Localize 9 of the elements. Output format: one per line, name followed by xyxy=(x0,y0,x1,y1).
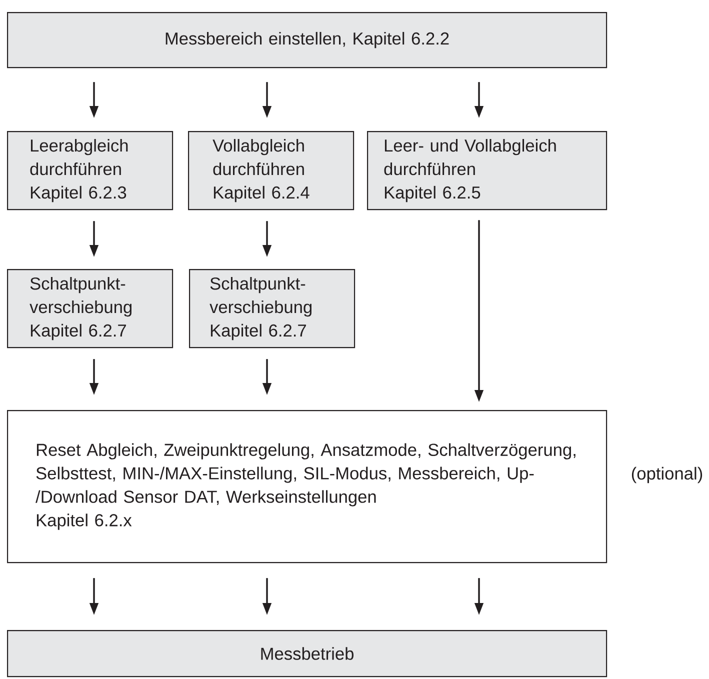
process-box: Reset Abgleich, Zweipunktregelung, Ansatzmode, Schaltverzögerung, Selbsttest, MIN-/MAX-Einstellung, SIL-Modus, Messbereich, Up-/Download Sensor DAT, Werkseinstellungen Kapitel 6.2.x xyxy=(7,410,608,564)
process-box: Schaltpunkt-verschiebung Kapitel 6.2.7 xyxy=(189,269,356,348)
process-box: Schaltpunkt-verschiebung Kapitel 6.2.7 xyxy=(7,269,174,348)
process-box: Messbereich einstellen, Kapitel 6.2.2 xyxy=(7,12,608,68)
note-text: (optional) xyxy=(632,466,702,484)
process-box: Leer- und Vollabgleich durchführen Kapitel 6.2.5 xyxy=(367,131,608,210)
process-box: Vollabgleich durchführen Kapitel 6.2.4 xyxy=(188,131,354,210)
process-box: Leerabgleich durchführen Kapitel 6.2.3 xyxy=(7,131,174,210)
process-box: Messbetrieb xyxy=(7,630,608,678)
